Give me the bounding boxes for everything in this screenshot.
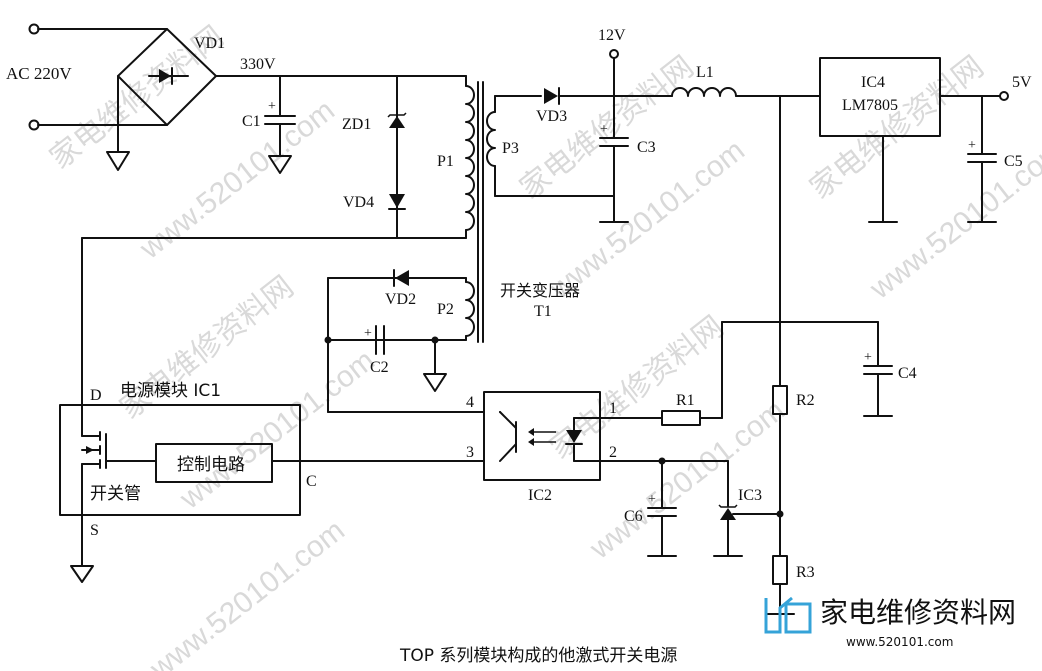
label-r2: R2 <box>796 392 815 409</box>
label-switch: 开关管 <box>90 484 141 504</box>
label-s: S <box>90 522 99 539</box>
power-module-ic1: 电源模块 IC1 D S C 开关管 控制电路 <box>59 237 317 583</box>
label-lm7805: LM7805 <box>842 97 898 114</box>
label-c1-plus: + <box>268 99 276 114</box>
label-vd3: VD3 <box>536 108 567 125</box>
figure-caption: TOP 系列模块构成的他激式开关电源 <box>399 646 677 666</box>
capacitor-c3: + C3 12V <box>598 27 656 223</box>
label-c1: C1 <box>242 113 261 130</box>
label-c5-plus: + <box>968 138 976 153</box>
capacitor-c5: + C5 <box>967 95 1023 223</box>
winding-p3: P3 <box>486 95 615 197</box>
label-ic1: 电源模块 IC1 <box>120 381 221 401</box>
capacitor-c4: + C4 <box>863 321 917 417</box>
site-logo: 家电维修资料网 www.520101.com <box>764 596 1016 649</box>
resistor-r1: R1 <box>661 392 723 426</box>
watermark-text: www.520101.com <box>133 94 341 266</box>
label-pin4: 4 <box>466 394 474 411</box>
label-ic3: IC3 <box>738 487 762 504</box>
watermark-text: www.520101.com <box>143 514 351 671</box>
watermark-text: 家电维修资料网 <box>804 50 990 205</box>
optocoupler-ic2: 4 3 1 2 IC2 <box>271 391 663 504</box>
label-r3: R3 <box>796 564 815 581</box>
capacitor-c2: + C2 <box>324 277 447 413</box>
label-330v: 330V <box>240 56 276 73</box>
label-c6: C6 <box>624 508 643 525</box>
regulator-ic4: IC4 LM7805 5V <box>819 57 1032 223</box>
label-zd1: ZD1 <box>342 116 371 133</box>
label-pin1: 1 <box>609 400 617 417</box>
winding-p2: P2 <box>327 277 475 341</box>
label-c5: C5 <box>1004 153 1023 170</box>
label-ic4: IC4 <box>861 74 885 91</box>
label-c-pin: C <box>306 473 317 490</box>
label-l1: L1 <box>696 64 714 81</box>
label-transformer: 开关变压器 <box>500 281 580 300</box>
transformer-core: 开关变压器 T1 <box>477 81 580 343</box>
watermark-text: 家电维修资料网 <box>114 270 300 425</box>
feedback-rail <box>721 95 879 419</box>
label-12v: 12V <box>598 27 626 44</box>
label-pin3: 3 <box>466 444 474 461</box>
label-p1: P1 <box>437 153 454 170</box>
label-p3: P3 <box>502 140 519 157</box>
label-c3: C3 <box>637 139 656 156</box>
shunt-regulator-ic3: IC3 <box>713 460 784 557</box>
label-c6-plus: + <box>648 492 656 507</box>
label-ic2: IC2 <box>528 487 552 504</box>
bridge-rectifier-vd1: VD1 <box>106 28 225 171</box>
label-vd4: VD4 <box>343 194 374 211</box>
snubber-zd1-vd4: ZD1 VD4 <box>342 75 407 239</box>
label-c2: C2 <box>370 359 389 376</box>
diode-vd3: VD3 <box>536 87 673 125</box>
label-d: D <box>90 387 102 404</box>
label-vd2: VD2 <box>385 291 416 308</box>
diode-vd2: VD2 <box>385 269 416 308</box>
label-c4-plus: + <box>864 350 872 365</box>
label-c4: C4 <box>898 365 917 382</box>
logo-text: 家电维修资料网 <box>820 596 1016 629</box>
label-pin2: 2 <box>609 444 617 461</box>
inductor-l1: L1 <box>671 64 821 97</box>
ac-input: AC 220V <box>6 23 168 131</box>
logo-url: www.520101.com <box>846 635 953 649</box>
label-ac-220v: AC 220V <box>6 64 72 83</box>
label-t1: T1 <box>534 303 552 320</box>
label-c3-plus: + <box>600 122 608 137</box>
capacitor-c1: + C1 <box>242 75 296 174</box>
label-c2-plus: + <box>364 326 372 341</box>
resistor-r2: R2 <box>772 385 815 557</box>
label-r1: R1 <box>676 392 695 409</box>
watermark-text: 家电维修资料网 <box>544 310 730 465</box>
rail-330v: 330V <box>215 56 467 77</box>
capacitor-c6: + C6 <box>624 457 729 557</box>
label-control: 控制电路 <box>177 455 245 475</box>
label-5v: 5V <box>1012 74 1032 91</box>
winding-p1: P1 <box>81 75 475 239</box>
label-p2: P2 <box>437 301 454 318</box>
label-vd1: VD1 <box>194 35 225 52</box>
